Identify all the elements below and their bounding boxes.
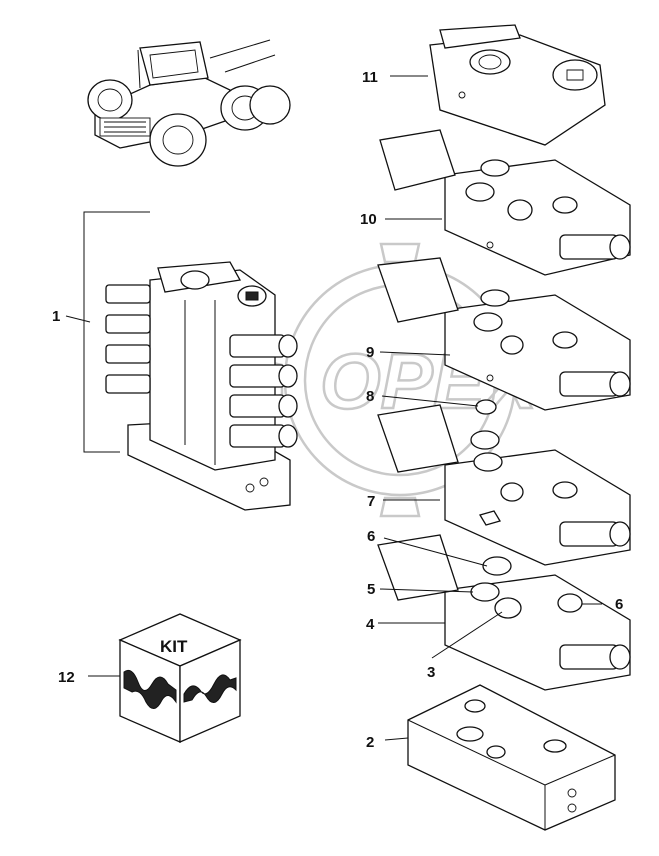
callout-6-right: 6 (615, 596, 623, 613)
part-9-valve-section (377, 257, 631, 411)
part-3-o-ring (494, 597, 522, 619)
callout-2: 2 (366, 734, 374, 751)
valve-assembly (105, 261, 298, 511)
callout-labels: 1 2 3 4 5 6 6 7 8 9 10 11 12 (52, 69, 623, 751)
spool-row-4 (105, 374, 298, 448)
kit-label: KIT (160, 637, 188, 656)
part-8-o-ring (475, 399, 497, 415)
part-10-valve-section (379, 129, 631, 276)
spool-row-2 (105, 314, 298, 388)
callout-5: 5 (367, 581, 375, 598)
brand-logo-left (123, 669, 177, 709)
callout-6-upper: 6 (367, 528, 375, 545)
callout-9: 9 (366, 344, 374, 361)
callout-12: 12 (58, 669, 75, 686)
spool-row-1 (105, 284, 298, 358)
callout-11: 11 (362, 69, 378, 86)
part-6-o-ring-right (557, 593, 583, 613)
part-4-valve-section (377, 534, 631, 691)
tractor-illustration (87, 39, 291, 167)
callout-10: 10 (360, 211, 377, 228)
assembly-bracket (83, 211, 150, 453)
spool-row-3 (105, 344, 298, 418)
callout-3: 3 (427, 664, 435, 681)
part-2-inlet-block (407, 684, 616, 831)
brand-logo-right (183, 674, 237, 703)
kit-box: KIT (118, 613, 242, 743)
part-6-o-ring-upper (482, 556, 512, 576)
callout-8: 8 (366, 388, 374, 405)
part-11-end-cover (429, 24, 606, 146)
callout-4: 4 (366, 616, 375, 633)
part-5-o-ring (470, 582, 500, 602)
callout-7: 7 (367, 493, 375, 510)
part-7-valve-section (377, 404, 631, 566)
callout-1: 1 (52, 308, 60, 325)
leader-lines (65, 75, 602, 741)
